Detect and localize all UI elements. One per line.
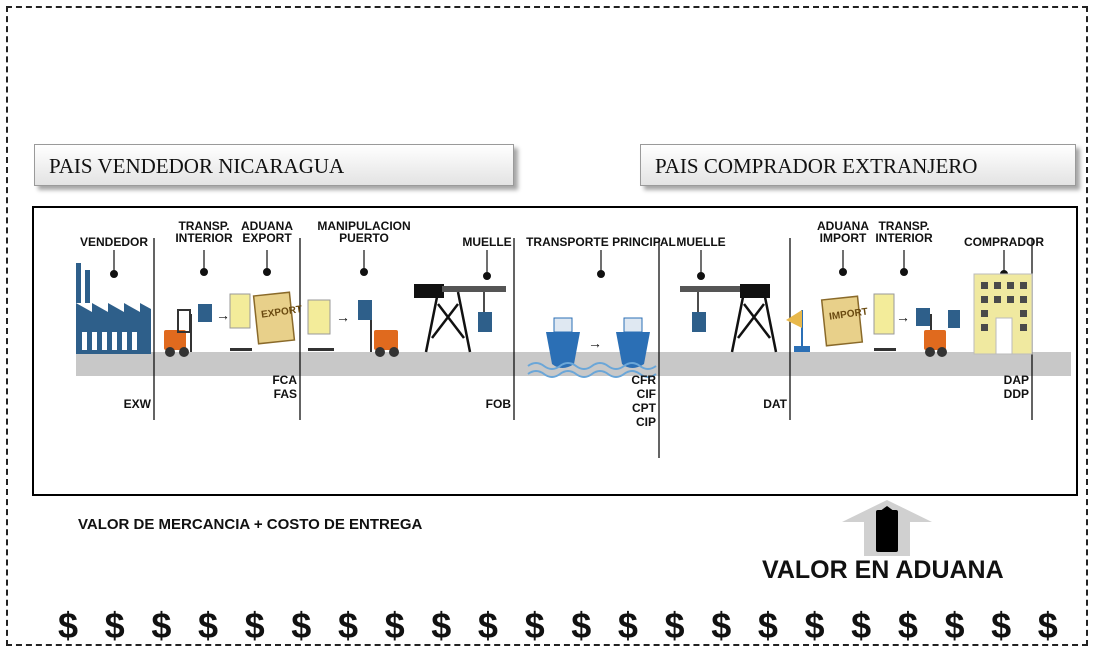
stage-label: IMPORT <box>820 231 867 245</box>
stage-label: ADUANA <box>817 219 869 233</box>
dollar-sign: $ <box>58 605 79 646</box>
dollar-sign: $ <box>197 605 218 646</box>
incoterm-label: DAT <box>763 397 787 411</box>
dollar-sign: $ <box>617 605 638 646</box>
customs-value-arrow-icon <box>842 500 932 556</box>
import-doc-label: IMPORT <box>829 306 869 322</box>
buyer-country-box: PAIS COMPRADOR EXTRANJERO <box>640 144 1076 186</box>
forklift-icon: → <box>873 293 960 357</box>
dollar-sign: $ <box>897 605 918 646</box>
dollar-sign: $ <box>944 605 965 646</box>
seller-country-box: PAIS VENDEDOR NICARAGUA <box>34 144 514 186</box>
stage-label: MUELLE <box>462 235 511 249</box>
incoterm-label: CFR <box>631 373 656 387</box>
dollar-sign: $ <box>431 605 452 646</box>
dollar-sign: $ <box>291 605 312 646</box>
dollar-row: $ $ $ $ $ $ $ $ $ $ $ $ $ $ $ $ $ $ $ $ $ $ <box>58 606 1058 646</box>
stage-label: MANIPULACION <box>317 219 410 233</box>
water-waves <box>527 362 657 370</box>
stage-label: INTERIOR <box>175 231 233 245</box>
stage-label: TRANSP. <box>178 219 229 233</box>
factory-icon <box>76 263 151 354</box>
incoterm-label: CPT <box>632 401 657 415</box>
incoterm-label: FOB <box>486 397 512 411</box>
crane-icon <box>680 284 778 353</box>
stage-label: VENDEDOR <box>80 235 148 249</box>
incoterms-svg: → EXPORT → <box>76 219 1071 458</box>
svg-text:→: → <box>336 309 350 325</box>
stage-label: MUELLE <box>676 235 725 249</box>
stage-label: PUERTO <box>339 231 389 245</box>
customs-value-label: VALOR EN ADUANA <box>762 556 1004 584</box>
dashed-frame <box>6 6 1088 646</box>
incoterm-label: DDP <box>1004 387 1029 401</box>
stage-label: ADUANA <box>241 219 293 233</box>
building-icon <box>973 273 1033 355</box>
forklift-icon: → <box>307 299 399 357</box>
forklift-icon: → <box>164 293 252 357</box>
stage-label: TRANSPORTE PRINCIPAL <box>526 235 676 249</box>
stage-label: COMPRADOR <box>964 235 1044 249</box>
incoterm-label: EXW <box>124 397 152 411</box>
dollar-sign: $ <box>151 605 172 646</box>
incoterm-label: CIF <box>637 387 656 401</box>
incoterm-label: CIP <box>636 415 656 429</box>
incoterm-label: FAS <box>274 387 297 401</box>
svg-text:→: → <box>216 307 230 323</box>
dollar-sign: $ <box>477 605 498 646</box>
dollar-sign: $ <box>757 605 778 646</box>
svg-text:→: → <box>588 335 602 351</box>
ship-icon: → <box>546 317 602 368</box>
svg-text:→: → <box>896 309 910 325</box>
dollar-sign: $ <box>711 605 732 646</box>
dollar-sign: $ <box>991 605 1012 646</box>
goods-value-label: VALOR DE MERCANCIA + COSTO DE ENTREGA <box>78 516 423 533</box>
dollar-sign: $ <box>384 605 405 646</box>
incoterm-label: DAP <box>1004 373 1029 387</box>
dollar-sign: $ <box>851 605 872 646</box>
stage-label: EXPORT <box>242 231 292 245</box>
stage-label: INTERIOR <box>875 231 933 245</box>
dollar-sign: $ <box>664 605 685 646</box>
dollar-sign: $ <box>104 605 125 646</box>
dollar-sign: $ <box>244 605 265 646</box>
dollar-sign: $ <box>337 605 358 646</box>
dollar-sign: $ <box>804 605 825 646</box>
export-document-icon: EXPORT <box>252 291 303 345</box>
pointer-dots <box>110 250 1008 280</box>
crane-icon <box>414 284 506 353</box>
import-document-icon: IMPORT <box>786 295 869 352</box>
water-waves-lower <box>527 370 657 378</box>
ship-icon <box>616 317 650 368</box>
stage-label: TRANSP. <box>878 219 929 233</box>
dollar-sign: $ <box>571 605 592 646</box>
dollar-sign: $ <box>1037 605 1058 646</box>
incoterm-label: FCA <box>272 373 297 387</box>
incoterms-diagram: → EXPORT → <box>32 206 1078 496</box>
dollar-sign: $ <box>524 605 545 646</box>
